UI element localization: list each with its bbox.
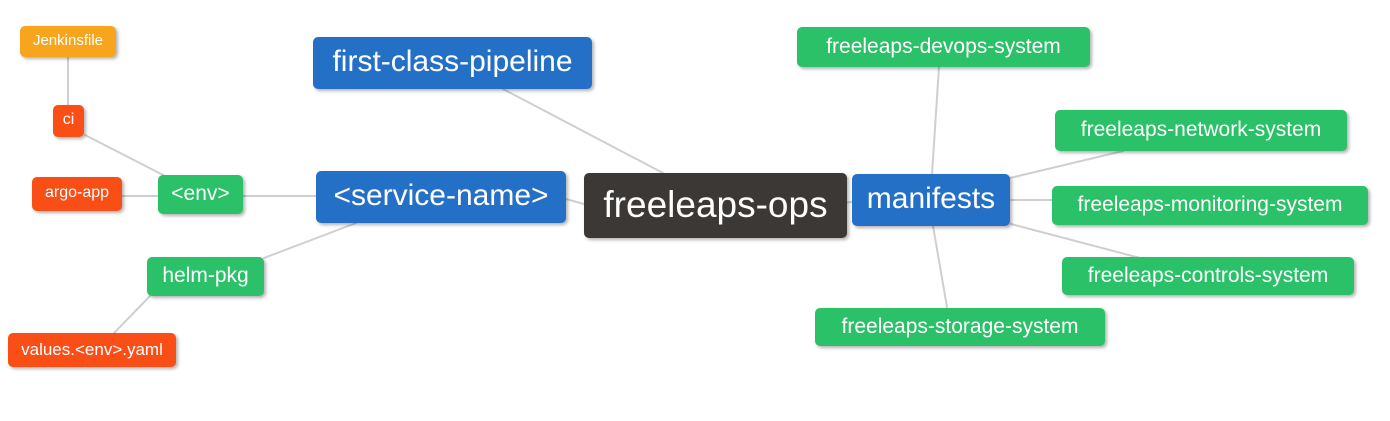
node-label: helm-pkg (162, 264, 249, 287)
node-helm-pkg[interactable]: helm-pkg (147, 257, 264, 296)
node-freeleaps-network-system[interactable]: freeleaps-network-system (1055, 110, 1347, 151)
edge-manifests-to-freeleaps-network-system (1009, 150, 1124, 179)
edge-manifests-to-freeleaps-devops-system (931, 66, 940, 175)
node-freeleaps-ops[interactable]: freeleaps-ops (584, 173, 847, 238)
node-jenkinsfile[interactable]: Jenkinsfile (20, 26, 116, 57)
node-label: values.<env>.yaml (21, 339, 163, 359)
node-label: Jenkinsfile (32, 32, 104, 49)
edge-manifests-to-freeleaps-storage-system (932, 225, 948, 308)
node-ci[interactable]: ci (53, 105, 84, 137)
edge-service-name-to-helm-pkg (263, 222, 357, 259)
node-service-name[interactable]: <service-name> (316, 171, 566, 223)
node-freeleaps-monitoring-system[interactable]: freeleaps-monitoring-system (1052, 186, 1368, 225)
node-freeleaps-devops-system[interactable]: freeleaps-devops-system (797, 27, 1090, 67)
node-label: manifests (866, 182, 996, 215)
node-label: freeleaps-storage-system (841, 314, 1079, 338)
node-label: freeleaps-monitoring-system (1077, 193, 1343, 216)
node-argo-app[interactable]: argo-app (32, 177, 122, 211)
node-label: argo-app (44, 184, 110, 201)
node-label: ci (62, 111, 75, 128)
node-freeleaps-controls-system[interactable]: freeleaps-controls-system (1062, 257, 1354, 295)
edge-ci-to-env (84, 134, 168, 178)
node-manifests[interactable]: manifests (852, 174, 1010, 226)
node-freeleaps-storage-system[interactable]: freeleaps-storage-system (815, 308, 1105, 346)
node-label: first-class-pipeline (332, 45, 573, 78)
node-label: freeleaps-network-system (1080, 118, 1322, 141)
node-env[interactable]: <env> (158, 175, 243, 214)
node-values-env-yaml[interactable]: values.<env>.yaml (8, 333, 176, 367)
node-label: <env> (171, 182, 230, 205)
node-label: freeleaps-ops (603, 184, 828, 225)
node-first-class-pipeline[interactable]: first-class-pipeline (313, 37, 592, 89)
edge-service-name-to-freeleaps-ops (565, 198, 585, 205)
edge-manifests-to-freeleaps-controls-system (1010, 223, 1141, 259)
node-label: freeleaps-devops-system (826, 34, 1061, 58)
edge-first-class-pipeline-to-freeleaps-ops (502, 88, 664, 174)
node-label: <service-name> (333, 179, 549, 212)
node-label: freeleaps-controls-system (1087, 263, 1329, 287)
edge-helm-pkg-to-values-env-yaml (113, 295, 151, 334)
